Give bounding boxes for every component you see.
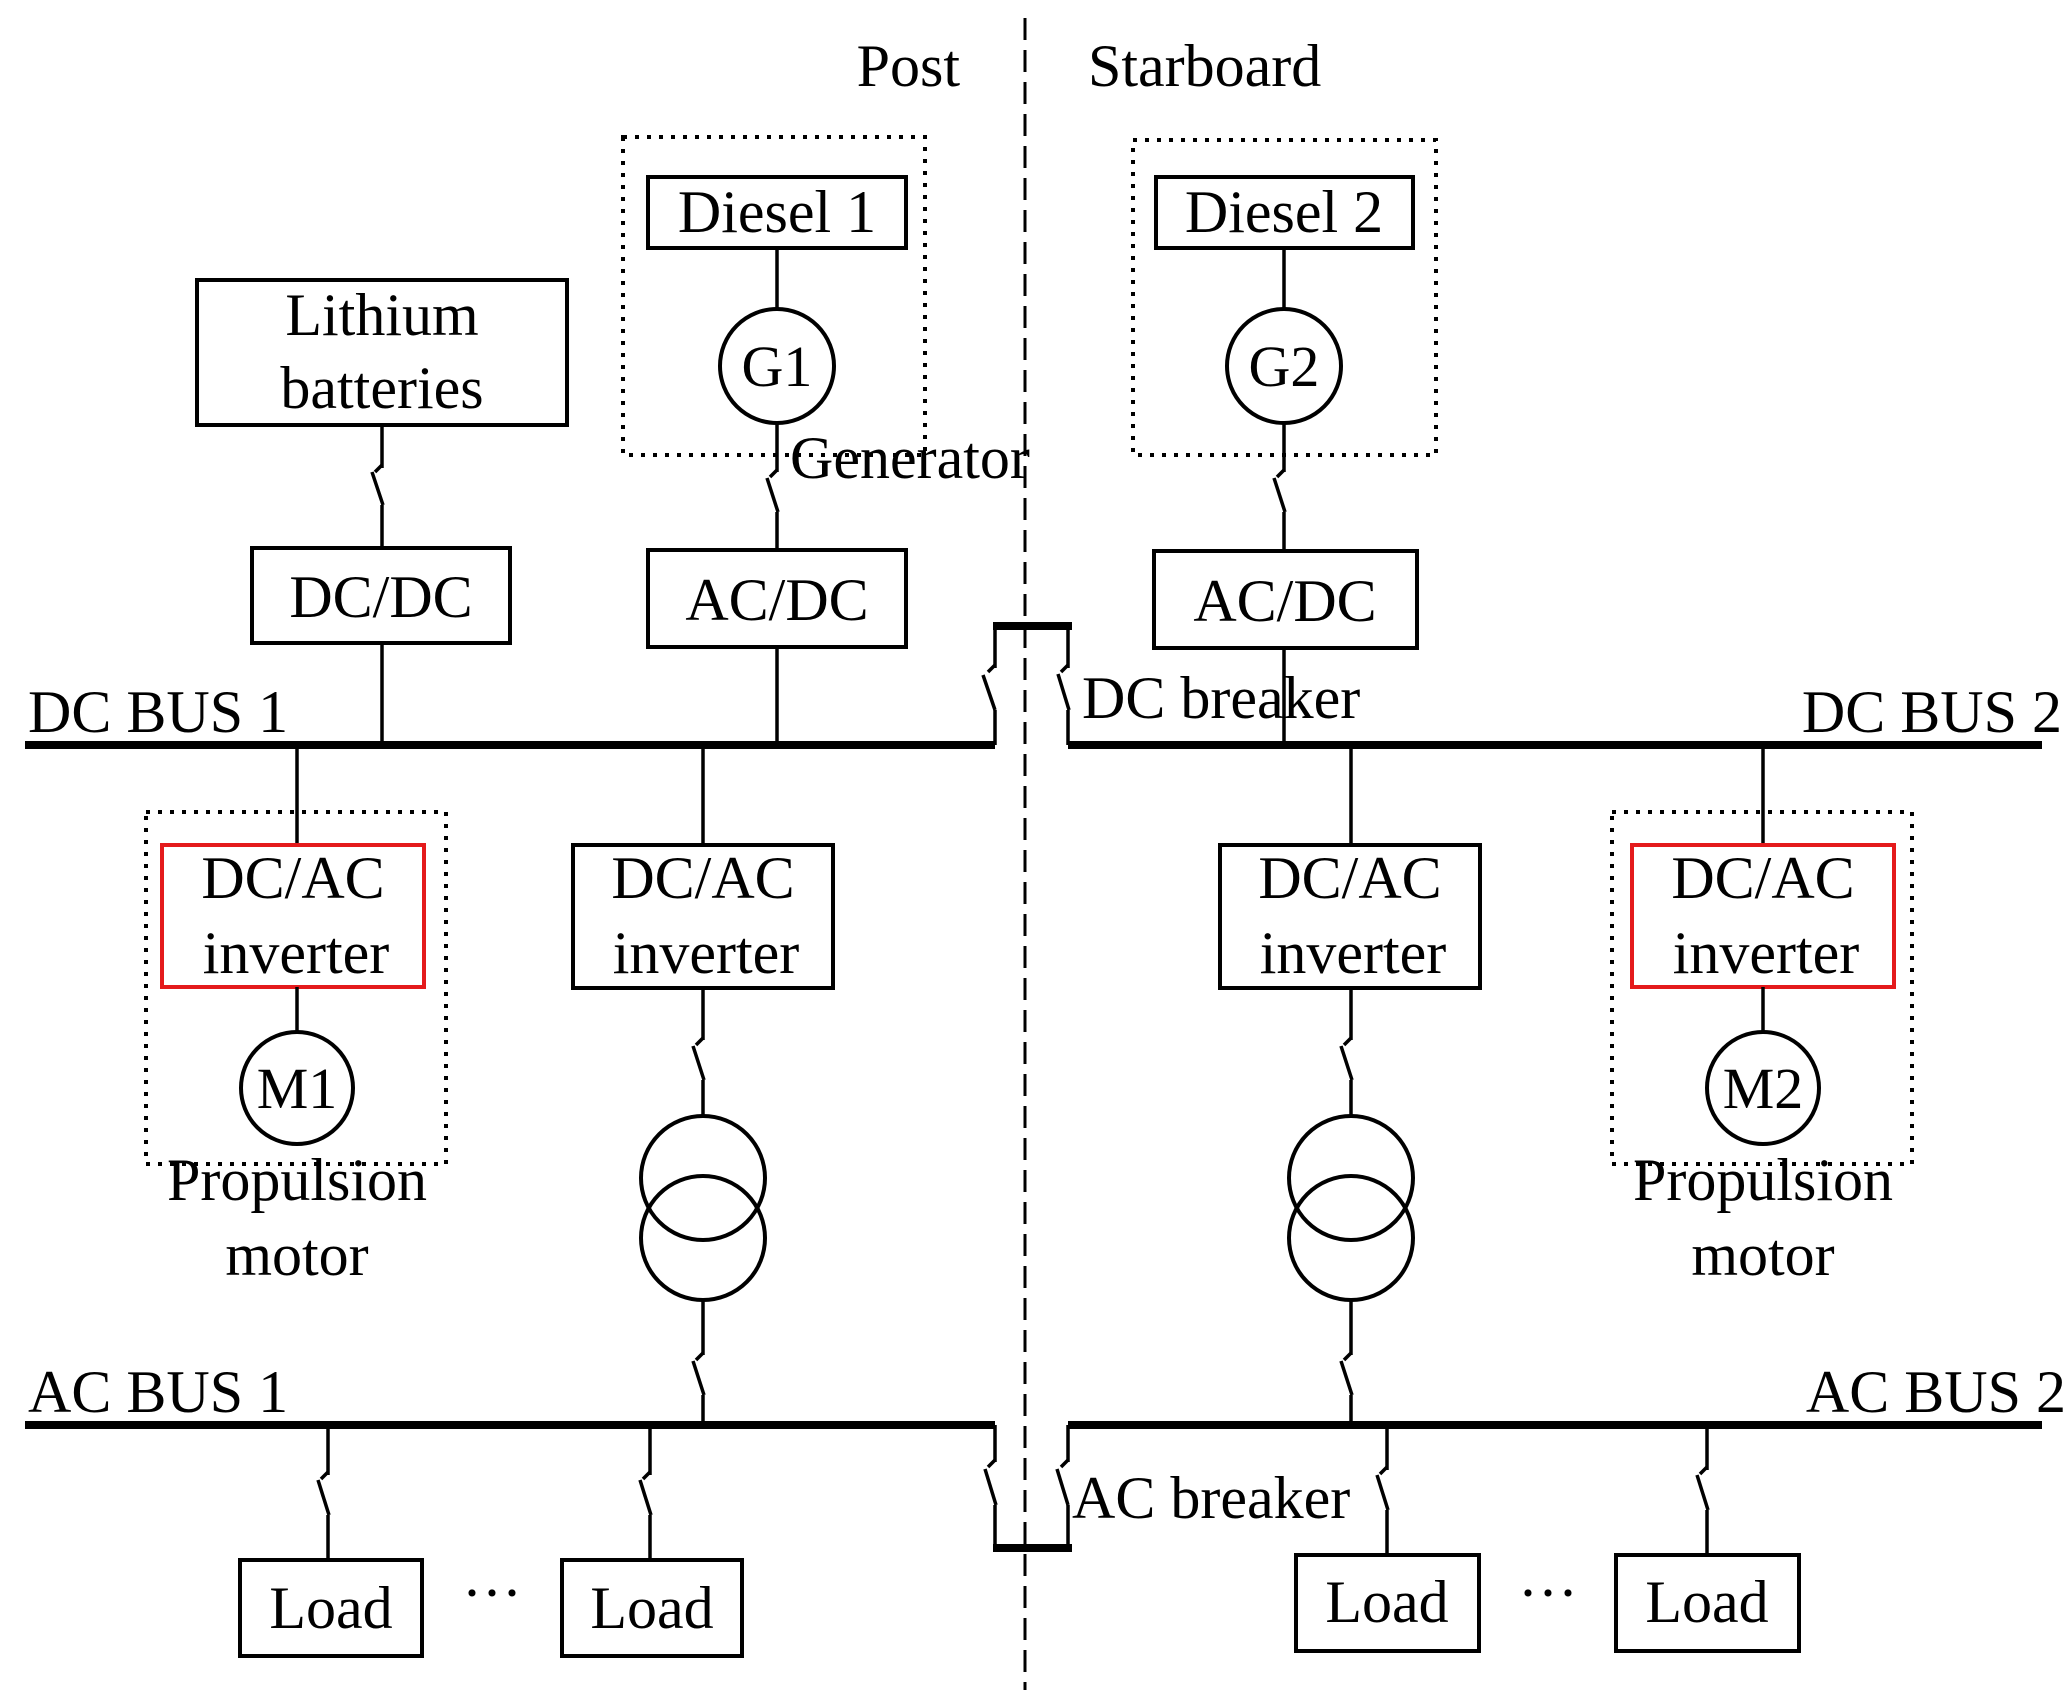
g2-label: G2 bbox=[1249, 334, 1320, 399]
propulsion-1-caption-line2: motor bbox=[225, 1222, 368, 1288]
m2-label: M2 bbox=[1723, 1056, 1804, 1121]
load-box bbox=[1614, 1553, 1801, 1653]
dc-breaker-label: DC breaker bbox=[1082, 665, 1360, 731]
diesel-1-label: Diesel 1 bbox=[678, 179, 876, 245]
m1-label: M1 bbox=[257, 1056, 338, 1121]
ac-supply-1-branch: DC/AC inverter bbox=[571, 745, 835, 1425]
propulsion-2-caption-line2: motor bbox=[1691, 1222, 1834, 1288]
lithium-battery-branch: Lithium batteries DC/DC bbox=[195, 278, 569, 745]
motor-m1-symbol bbox=[239, 1030, 355, 1146]
batteries-label: batteries bbox=[280, 355, 483, 421]
propulsion-2-branch: DC/AC inverter M2 Propulsion motor bbox=[1610, 745, 1914, 1288]
acdc-1-label: AC/DC bbox=[685, 567, 868, 633]
propulsion-1-branch: DC/AC inverter M1 Propulsion motor bbox=[144, 745, 448, 1288]
inverter-m1-line2: inverter bbox=[203, 920, 390, 986]
starboard-label: Starboard bbox=[1088, 33, 1321, 99]
load-2-branch: Load bbox=[560, 1425, 744, 1658]
generator-1-branch: Diesel 1 G1 Generator AC/DC bbox=[621, 135, 1030, 745]
load-label: Load bbox=[590, 1575, 713, 1641]
transformer-1-symbol bbox=[639, 1114, 767, 1302]
transformer-1-switch bbox=[691, 1360, 706, 1396]
diesel-2-label: Diesel 2 bbox=[1185, 179, 1383, 245]
lithium-label: Lithium bbox=[285, 282, 478, 348]
generator-2-branch: Diesel 2 G2 AC/DC bbox=[1131, 138, 1438, 745]
motor-m2-symbol bbox=[1705, 1030, 1821, 1146]
propulsion-1-caption-line1: Propulsion bbox=[167, 1147, 427, 1213]
dcdc-label: DC/DC bbox=[289, 564, 472, 630]
load-label: Load bbox=[269, 1575, 392, 1641]
battery-switch bbox=[370, 471, 385, 506]
inverter-ac2-switch bbox=[1339, 1045, 1354, 1081]
load-box bbox=[1294, 1553, 1481, 1653]
ac-breaker-label: AC breaker bbox=[1072, 1465, 1350, 1531]
load-box bbox=[238, 1558, 424, 1658]
inverter-m1-box-highlighted bbox=[160, 843, 426, 989]
transformer-2-switch bbox=[1339, 1360, 1354, 1396]
inverter-ac2-line1: DC/AC bbox=[1258, 845, 1441, 911]
lithium-batteries-box bbox=[195, 278, 569, 427]
dc-bus-1-label: DC BUS 1 bbox=[28, 679, 288, 745]
ac-supply-2-branch: DC/AC inverter bbox=[1218, 745, 1482, 1425]
inverter-m2-line2: inverter bbox=[1673, 920, 1860, 986]
transformer-2-symbol bbox=[1287, 1114, 1415, 1302]
acdc-converter-1-box bbox=[646, 548, 908, 649]
post-label: Post bbox=[857, 33, 961, 99]
ac-breaker: AC breaker bbox=[983, 1425, 1350, 1552]
generator-1-switch bbox=[765, 477, 780, 513]
load-label: Load bbox=[1325, 1569, 1448, 1635]
load-box bbox=[560, 1558, 744, 1658]
load-ellipsis-left: ··· bbox=[462, 1560, 522, 1626]
acdc-converter-2-box bbox=[1152, 549, 1419, 650]
generator-1-group-outline bbox=[621, 135, 927, 457]
inverter-ac1-box bbox=[571, 843, 835, 990]
propulsion-2-caption-line1: Propulsion bbox=[1633, 1147, 1893, 1213]
load-3-branch: Load bbox=[1294, 1425, 1481, 1653]
diesel-1-box bbox=[646, 175, 908, 250]
load-4-branch: Load bbox=[1614, 1425, 1801, 1653]
ac-bus-1-label: AC BUS 1 bbox=[28, 1359, 288, 1425]
inverter-m2-box-highlighted bbox=[1630, 843, 1896, 989]
load-label: Load bbox=[1645, 1569, 1768, 1635]
dc-breaker: DC breaker bbox=[981, 622, 1360, 745]
generator-2-switch bbox=[1272, 477, 1287, 513]
diesel-2-box bbox=[1154, 175, 1415, 250]
inverter-ac1-line1: DC/AC bbox=[611, 845, 794, 911]
g1-label: G1 bbox=[742, 334, 813, 399]
load-ellipsis-right: ··· bbox=[1518, 1560, 1578, 1626]
dc-bus-2-label: DC BUS 2 bbox=[1802, 679, 2062, 745]
generator-caption: Generator bbox=[790, 425, 1030, 491]
inverter-ac1-line2: inverter bbox=[613, 920, 800, 986]
inverter-ac2-box bbox=[1218, 843, 1482, 990]
propulsion-2-group-outline bbox=[1610, 810, 1914, 1166]
propulsion-1-group-outline bbox=[144, 810, 448, 1166]
ac-bus-2-label: AC BUS 2 bbox=[1806, 1359, 2066, 1425]
inverter-m2-line1: DC/AC bbox=[1671, 845, 1854, 911]
inverter-ac2-line2: inverter bbox=[1260, 920, 1447, 986]
inverter-m1-line1: DC/AC bbox=[201, 845, 384, 911]
inverter-ac1-switch bbox=[691, 1045, 706, 1081]
acdc-2-label: AC/DC bbox=[1193, 568, 1376, 634]
load-1-branch: Load bbox=[238, 1425, 424, 1658]
